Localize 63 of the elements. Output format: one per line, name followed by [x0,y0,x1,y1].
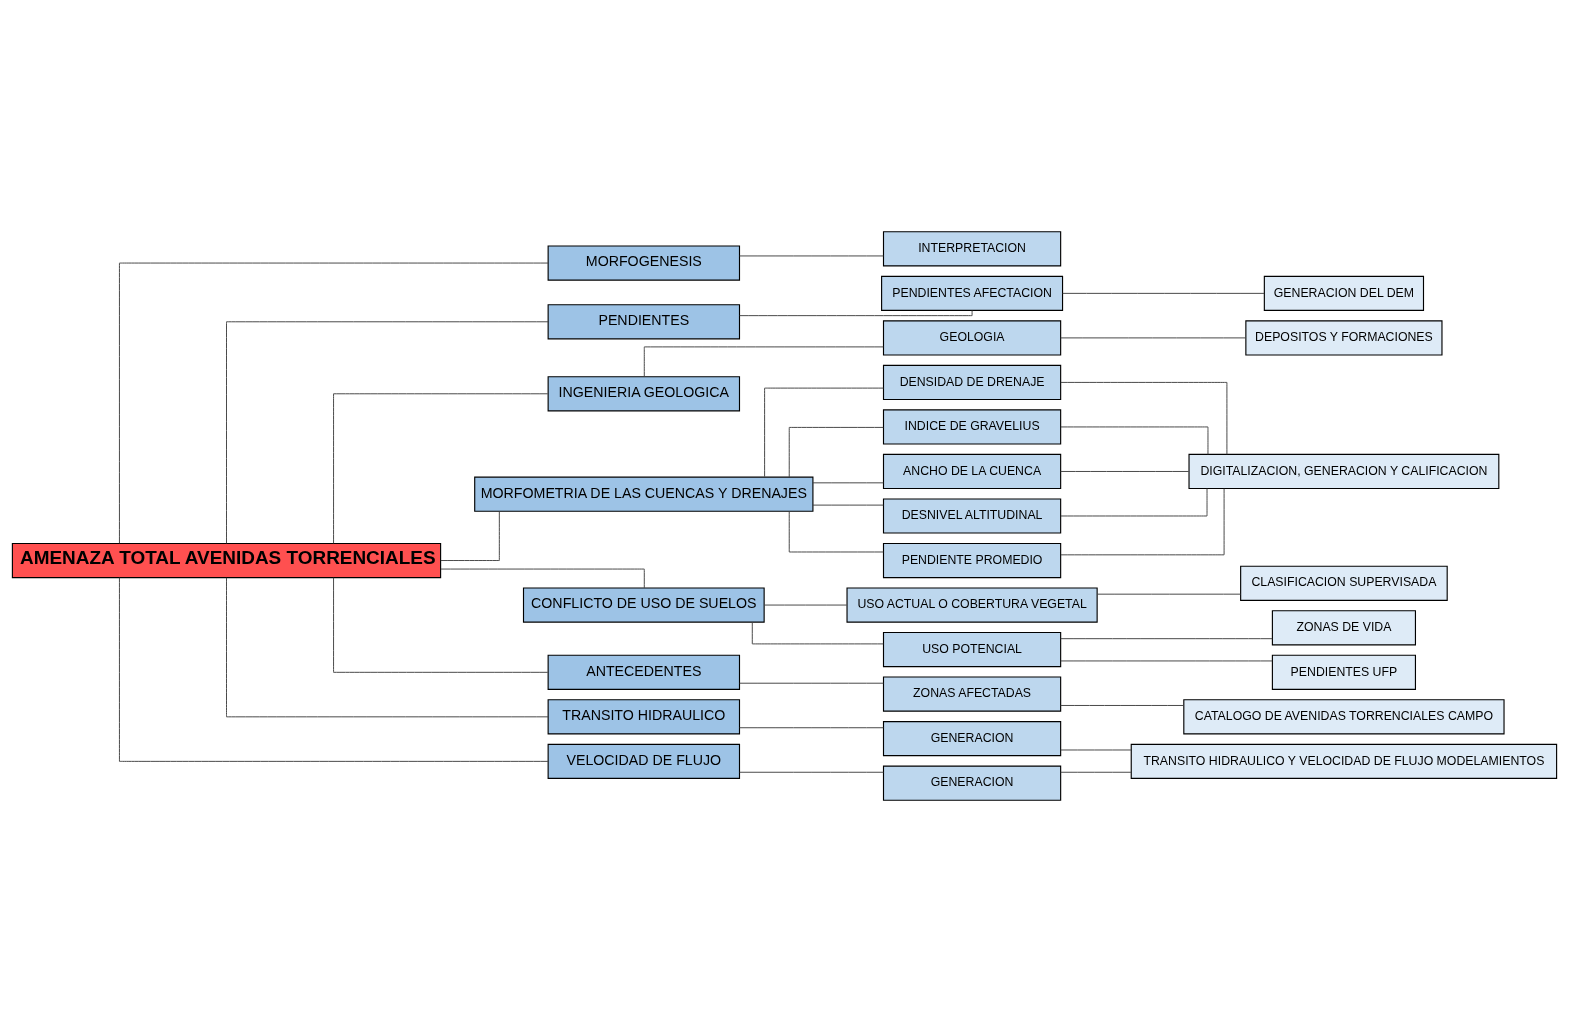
node-box: USO POTENCIAL [882,631,1062,668]
node-box: ZONAS AFECTADAS [882,676,1062,712]
node-box: VELOCIDAD DE FLUJO [547,743,741,779]
node-box: INDICE DE GRAVELIUS [882,409,1062,445]
connector [764,387,884,478]
node-box: PENDIENTE PROMEDIO [882,542,1062,579]
connector [1060,749,1132,751]
node-box: GENERACION [882,765,1062,801]
node-box: DENSIDAD DE DRENAJE [882,364,1062,401]
node-box: INTERPRETACION [882,231,1062,267]
connector [1060,660,1273,662]
node-box: ZONAS DE VIDA [1271,610,1416,646]
connector [1060,705,1185,706]
connector [226,577,549,718]
connector [1060,381,1228,455]
connector [739,255,884,257]
connector [1060,471,1190,472]
connector [788,426,884,478]
connector [1060,488,1208,517]
connector [763,604,848,606]
connector [788,511,884,553]
node-box: DEPOSITOS Y FORMACIONES [1245,320,1443,356]
node-box: PENDIENTES UFP [1271,654,1416,690]
connector [333,393,549,544]
connector [1060,426,1209,455]
node-box: DIGITALIZACION, GENERACION Y CALIFICACION [1188,453,1500,490]
connector [643,346,884,378]
connector [1060,638,1273,640]
connector [739,771,884,773]
connector [1060,488,1225,556]
node-box: ANTECEDENTES [547,654,741,690]
node-box: GENERACION [882,721,1062,757]
connector [226,321,549,544]
node-box: TRANSITO HIDRAULICO [547,699,741,735]
node-box: PENDIENTES AFECTACION [881,275,1064,311]
connector [739,682,884,684]
connector [118,262,549,544]
connector [812,482,884,484]
connector [1096,593,1242,595]
connector [1062,292,1265,294]
connector [751,621,884,645]
node-box: CONFLICTO DE USO DE SUELOS [522,587,765,623]
node-box: MORFOGENESIS [547,245,741,281]
node-box: CATALOGO DE AVENIDAS TORRENCIALES CAMPO [1183,699,1505,735]
node-box: GEOLOGIA [882,320,1062,356]
node-box: AMENAZA TOTAL AVENIDAS TORRENCIALES [11,542,442,579]
node-box: TRANSITO HIDRAULICO Y VELOCIDAD DE FLUJO MODELAMIENTOS [1130,743,1558,779]
connector [1060,337,1246,339]
connector [812,504,884,506]
connector [739,727,884,729]
node-box: PENDIENTES [547,304,741,340]
node-box: CLASIFICACION SUPERVISADA [1240,565,1448,601]
connector [739,310,973,317]
node-box: USO ACTUAL O COBERTURA VEGETAL [846,587,1098,623]
connector [1060,771,1132,773]
node-box: INGENIERIA GEOLOGICA [547,376,741,412]
node-box: DESNIVEL ALTITUDINAL [882,498,1062,534]
connector [333,577,549,673]
node-box: GENERACION DEL DEM [1263,275,1425,311]
connector [118,577,549,762]
node-box: ANCHO DE LA CUENCA [882,453,1062,490]
connector [440,510,500,561]
node-box: MORFOMETRIA DE LAS CUENCAS Y DRENAJES [474,476,814,512]
